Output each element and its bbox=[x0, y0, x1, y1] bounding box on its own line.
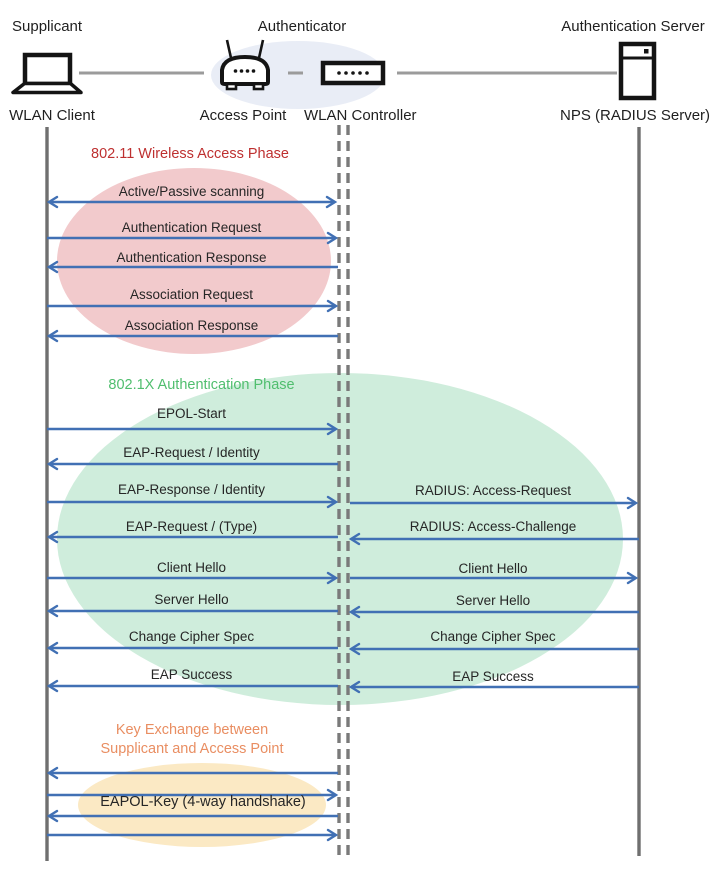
wlan-controller-icon bbox=[320, 60, 386, 86]
msg-eapol-key-handshake: EAPOL-Key (4-way handshake) bbox=[100, 794, 306, 810]
msg-eap-response-identity: EAP-Response / Identity bbox=[117, 482, 266, 497]
device-access-point: Access Point bbox=[199, 107, 287, 124]
msg-authentication-response: Authentication Response bbox=[116, 250, 267, 265]
device-wlan-controller: WLAN Controller bbox=[304, 107, 417, 124]
msg-server-hello-left: Server Hello bbox=[154, 592, 229, 607]
device-wlan-client: WLAN Client bbox=[9, 107, 95, 124]
wireless-phase-ellipse bbox=[57, 168, 331, 354]
key-exchange-title-line1: Key Exchange between bbox=[115, 722, 269, 738]
msg-association-request: Association Request bbox=[129, 287, 254, 302]
laptop-icon bbox=[11, 52, 83, 95]
auth-phase-title: 802.1X Authentication Phase bbox=[108, 377, 295, 393]
device-nps-radius-server: NPS (RADIUS Server) bbox=[560, 107, 711, 124]
msg-eap-success-left: EAP Success bbox=[150, 667, 233, 682]
auth-phase-ellipse bbox=[57, 373, 623, 705]
server-icon bbox=[618, 41, 657, 101]
msg-eap-request-type: EAP-Request / (Type) bbox=[125, 519, 258, 534]
msg-client-hello-right: Client Hello bbox=[458, 561, 528, 576]
msg-association-response: Association Response bbox=[124, 318, 259, 333]
msg-authentication-request: Authentication Request bbox=[121, 220, 262, 235]
role-supplicant: Supplicant bbox=[12, 18, 83, 35]
msg-eap-request-identity: EAP-Request / Identity bbox=[123, 445, 260, 460]
msg-radius-access-request: RADIUS: Access-Request bbox=[414, 483, 572, 498]
role-authentication-server: Authentication Server bbox=[561, 18, 705, 35]
msg-radius-access-challenge: RADIUS: Access-Challenge bbox=[409, 519, 577, 534]
msg-server-hello-right: Server Hello bbox=[455, 593, 531, 608]
role-authenticator: Authenticator bbox=[257, 18, 347, 35]
wireless-phase-title: 802.11 Wireless Access Phase bbox=[91, 146, 289, 162]
msg-client-hello-left: Client Hello bbox=[156, 560, 227, 575]
msg-epol-start: EPOL-Start bbox=[156, 406, 227, 421]
msg-change-cipher-spec-left: Change Cipher Spec bbox=[128, 629, 255, 644]
msg-eap-success-right: EAP Success bbox=[452, 669, 534, 684]
key-exchange-title-line2: Supplicant and Access Point bbox=[100, 741, 284, 757]
access-point-icon bbox=[220, 39, 270, 91]
msg-active-passive-scanning: Active/Passive scanning bbox=[118, 184, 265, 199]
msg-change-cipher-spec-right: Change Cipher Spec bbox=[430, 629, 556, 644]
key-exchange-ellipse bbox=[78, 763, 326, 847]
